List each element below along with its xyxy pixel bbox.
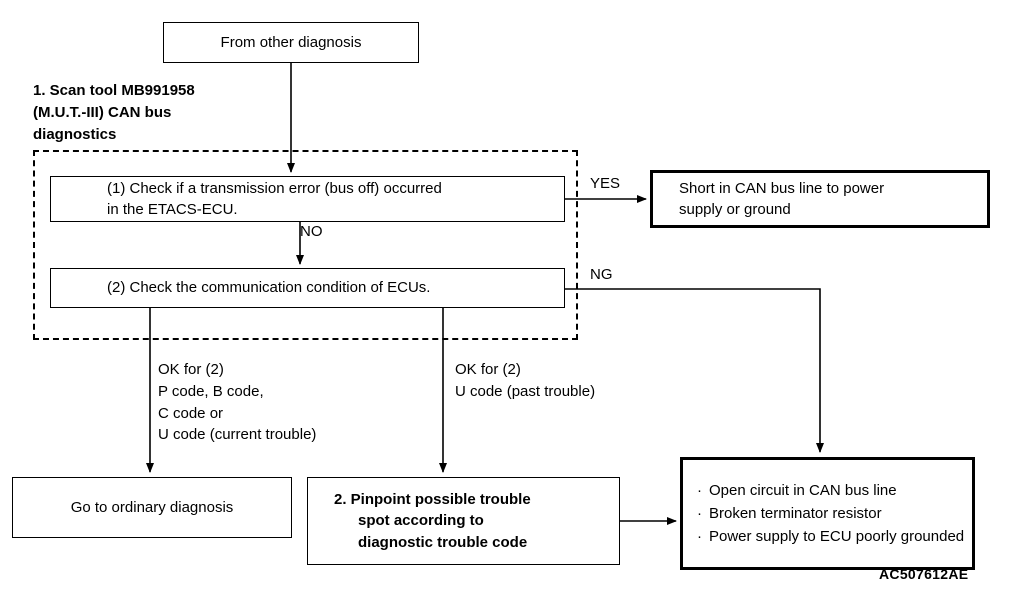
edge-label-ok-middle: OK for (2) U code (past trouble) bbox=[455, 361, 596, 400]
bullet-dot-icon: · bbox=[697, 528, 702, 546]
edge-label-ok-left: OK for (2) P code, B code, C code or U c… bbox=[158, 361, 317, 444]
node-short-in-can-bus[interactable]: Short in CAN bus line to power supply or… bbox=[650, 170, 990, 228]
node-check-transmission-error-label: (1) Check if a transmission error (bus o… bbox=[107, 179, 442, 218]
node-check-transmission-error[interactable]: (1) Check if a transmission error (bus o… bbox=[50, 176, 565, 222]
list-item-label: Power supply to ECU poorly grounded bbox=[709, 528, 965, 546]
node-pinpoint-trouble-spot[interactable]: 2. Pinpoint possible trouble spot accord… bbox=[307, 477, 620, 565]
node-check-communication-condition-label: (2) Check the communication condition of… bbox=[107, 279, 431, 297]
node-check-communication-condition[interactable]: (2) Check the communication condition of… bbox=[50, 268, 565, 308]
node-go-to-ordinary-diagnosis[interactable]: Go to ordinary diagnosis bbox=[12, 477, 292, 538]
edge-label-yes: YES bbox=[590, 175, 621, 192]
edge-label-no: NO bbox=[300, 223, 323, 240]
list-item: · Power supply to ECU poorly grounded bbox=[697, 525, 964, 548]
node-go-to-ordinary-diagnosis-label: Go to ordinary diagnosis bbox=[70, 498, 234, 516]
list-item: · Broken terminator resistor bbox=[697, 502, 964, 525]
bullet-dot-icon: · bbox=[697, 481, 702, 499]
bullet-dot-icon: · bbox=[697, 504, 702, 522]
edge-label-ng: NG bbox=[590, 266, 613, 283]
node-start[interactable]: From other diagnosis bbox=[163, 22, 419, 63]
node-pinpoint-trouble-spot-label: 2. Pinpoint possible trouble spot accord… bbox=[334, 491, 531, 551]
section-heading: 1. Scan tool MB991958 (M.U.T.-III) CAN b… bbox=[33, 82, 195, 143]
reference-code: AC507612AE bbox=[879, 566, 969, 582]
node-possible-causes[interactable]: · Open circuit in CAN bus line · Broken te… bbox=[680, 457, 975, 570]
list-item-label: Broken terminator resistor bbox=[709, 504, 882, 522]
node-start-label: From other diagnosis bbox=[220, 33, 362, 51]
node-short-in-can-bus-label: Short in CAN bus line to power supply or… bbox=[679, 179, 885, 218]
node-possible-causes-list: · Open circuit in CAN bus line · Broken te… bbox=[683, 479, 964, 549]
list-item: · Open circuit in CAN bus line bbox=[697, 479, 964, 502]
list-item-label: Open circuit in CAN bus line bbox=[709, 481, 897, 499]
